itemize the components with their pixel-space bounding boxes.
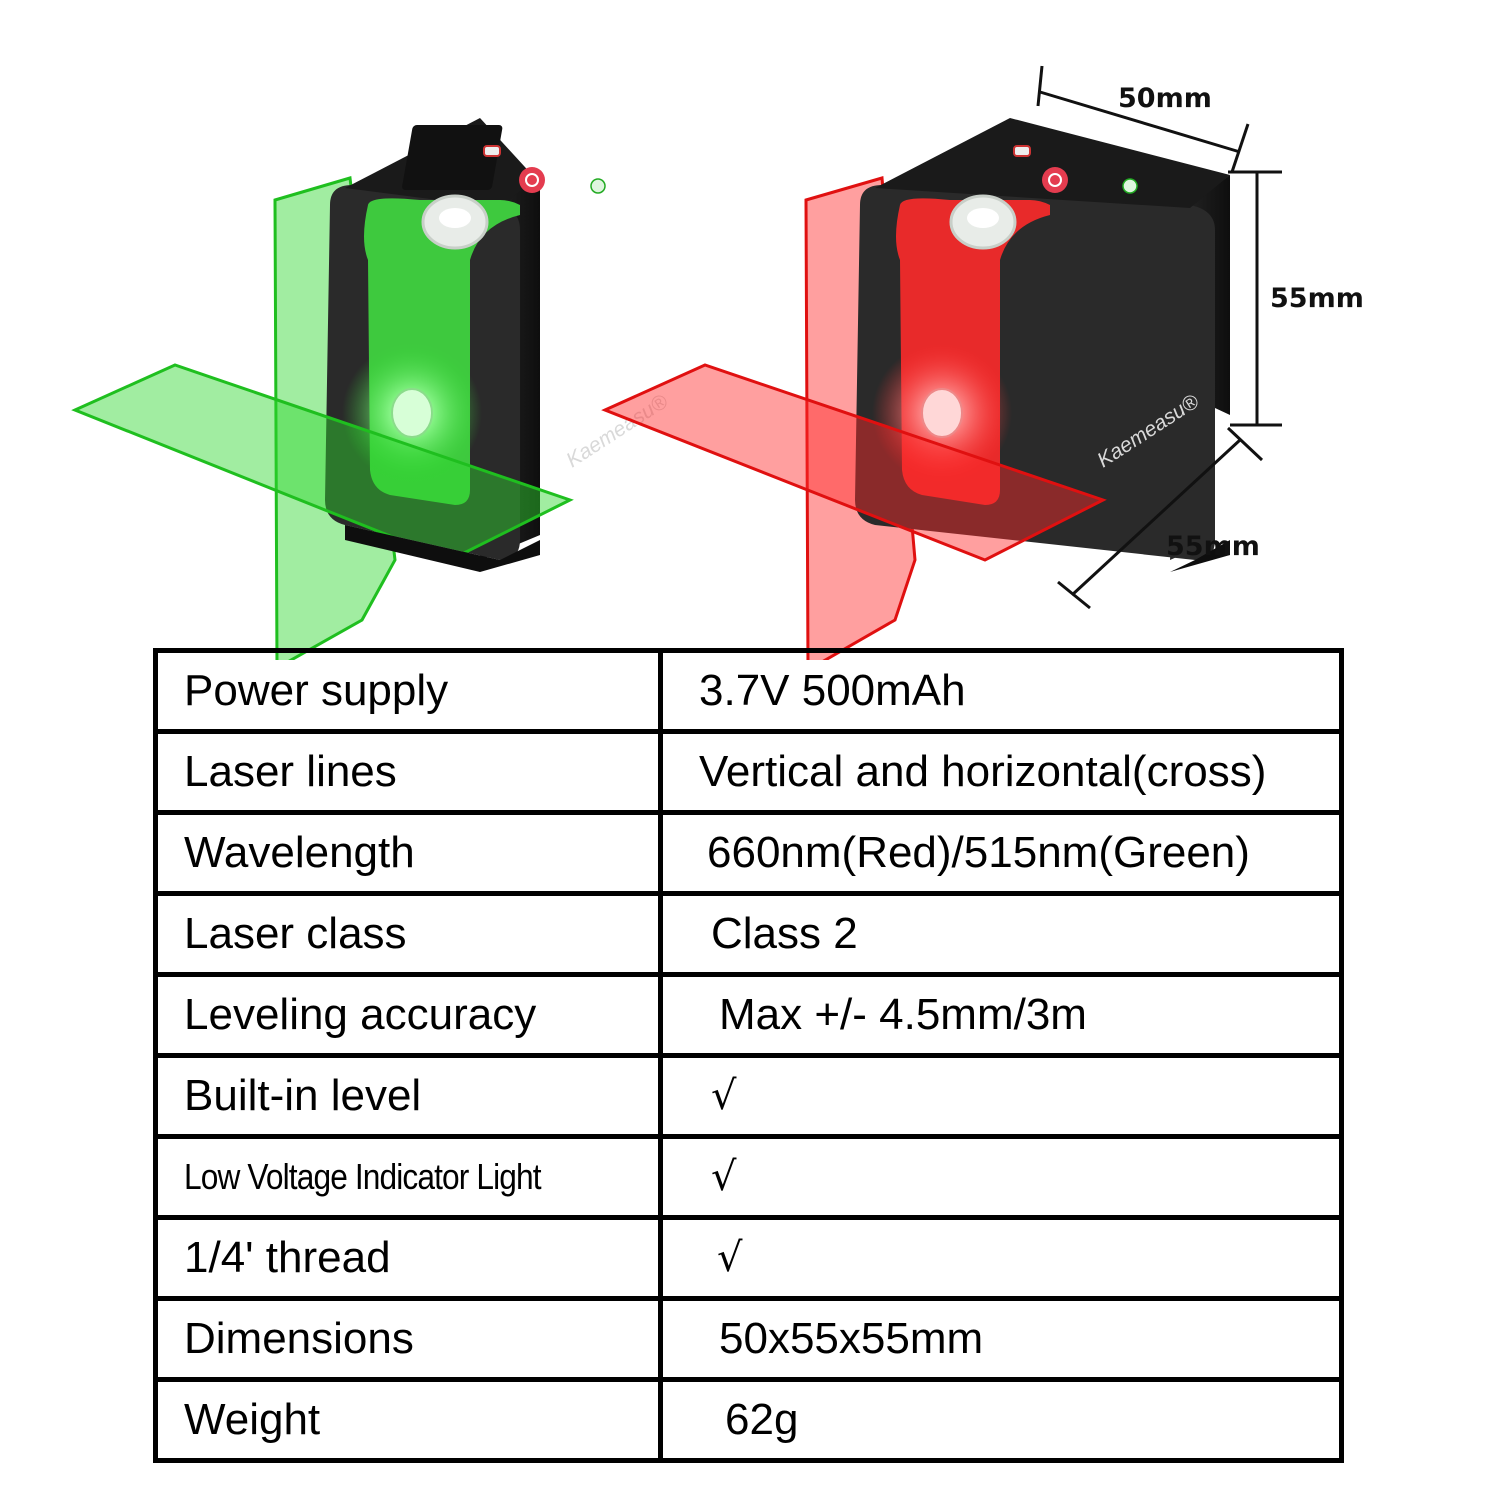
check-mark-icon: √ (658, 1134, 1344, 1220)
check-mark-icon: √ (658, 1215, 1344, 1301)
table-row: Dimensions 50x55x55mm (153, 1296, 1344, 1382)
depth-label: 55mm (1166, 531, 1260, 562)
width-label: 50mm (1118, 83, 1212, 114)
spec-value: 62g (658, 1377, 1344, 1463)
indicator-icon (1013, 145, 1031, 157)
spec-label: Wavelength (153, 810, 663, 896)
dimension-depth (1057, 426, 1264, 610)
spec-value: 660nm(Red)/515nm(Green) (658, 810, 1344, 896)
spec-table: Power supply 3.7V 500mAh Laser lines Ver… (153, 648, 1344, 1463)
spec-label-text: Low Voltage Indicator Light (184, 1156, 542, 1197)
red-horizontal-plane (601, 363, 1107, 562)
dimension-height (1228, 170, 1282, 427)
red-laser-device: Kaemeasu® (601, 118, 1230, 660)
table-row: Power supply 3.7V 500mAh (153, 648, 1344, 734)
green-laser-device: Kaemeasu® (71, 118, 672, 660)
spec-value: 3.7V 500mAh (658, 648, 1344, 734)
table-row: Low Voltage Indicator Light √ (153, 1134, 1344, 1220)
product-illustration: Kaemeasu® Kaemeasu® 50mm 55mm (0, 0, 1500, 660)
power-button-icon (519, 167, 545, 193)
spec-label: Laser class (153, 891, 663, 977)
green-led-icon (590, 178, 606, 194)
spec-label: Laser lines (153, 729, 663, 815)
table-row: Wavelength 660nm(Red)/515nm(Green) (153, 810, 1344, 896)
table-row: Weight 62g (153, 1377, 1344, 1463)
table-row: Leveling accuracy Max +/- 4.5mm/3m (153, 972, 1344, 1058)
table-row: Laser lines Vertical and horizontal(cros… (153, 729, 1344, 815)
table-row: Laser class Class 2 (153, 891, 1344, 977)
spec-label: Low Voltage Indicator Light (153, 1134, 663, 1220)
height-label: 55mm (1270, 283, 1364, 314)
table-row: Built-in level √ (153, 1053, 1344, 1139)
spec-label: Weight (153, 1377, 663, 1463)
spec-value: 50x55x55mm (658, 1296, 1344, 1382)
dimension-width (1036, 65, 1250, 173)
spec-label: Dimensions (153, 1296, 663, 1382)
indicator-icon (483, 145, 501, 157)
spec-value: Max +/- 4.5mm/3m (658, 972, 1344, 1058)
check-mark-icon: √ (658, 1053, 1344, 1139)
spec-label: Power supply (153, 648, 663, 734)
spec-value: Class 2 (658, 891, 1344, 977)
spec-label: 1/4' thread (153, 1215, 663, 1301)
spec-value: Vertical and horizontal(cross) (658, 729, 1344, 815)
spec-label: Leveling accuracy (153, 972, 663, 1058)
table-row: 1/4' thread √ (153, 1215, 1344, 1301)
spec-label: Built-in level (153, 1053, 663, 1139)
green-led-icon (1122, 178, 1138, 194)
green-horizontal-plane (71, 363, 574, 562)
power-button-icon (1042, 167, 1068, 193)
